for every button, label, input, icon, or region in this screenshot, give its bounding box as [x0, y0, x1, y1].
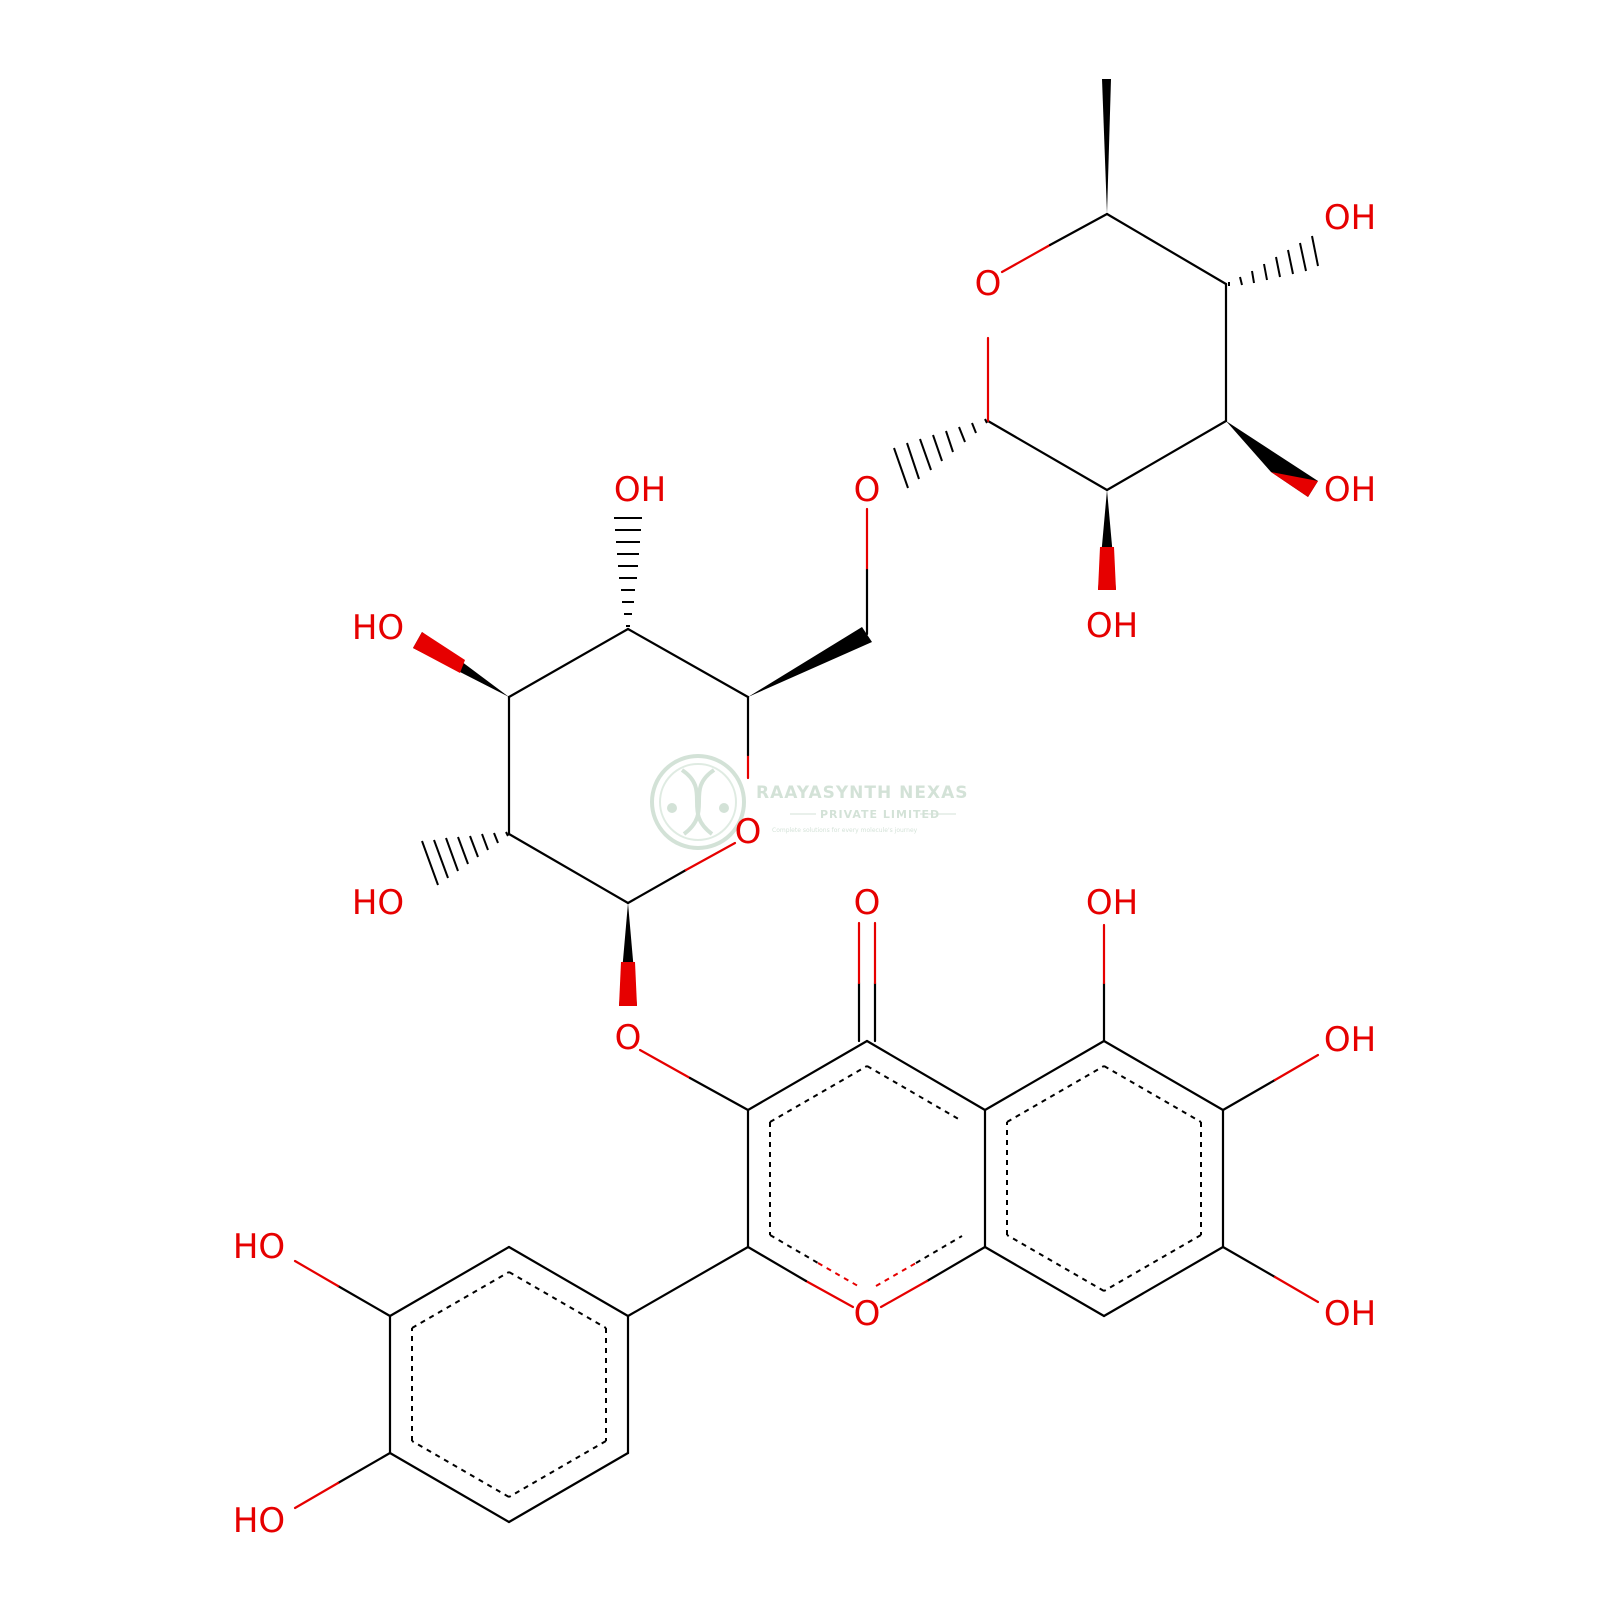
hash-bond-glc-ho-lower: [421, 831, 509, 886]
watermark-company-name: RAAYASYNTH NEXAS: [756, 783, 969, 803]
atom-label-oh-rhamnose-top: OH: [1324, 198, 1376, 238]
atom-label-layer: O OH OH OH O OH HO HO O O O OH OH OH O H…: [233, 198, 1376, 1541]
atom-label-ho-bring-bottom: HO: [233, 1501, 285, 1541]
atom-label-oh-c6: OH: [1324, 1020, 1376, 1060]
bond-layer: [293, 79, 1320, 1524]
atom-label-oh-rhamnose-mid: OH: [1324, 470, 1376, 510]
atom-label-oh-glucose-top: OH: [614, 470, 666, 510]
atom-label-o-carbonyl: O: [854, 883, 881, 923]
atom-label-o-link-glucose-rhamnose: O: [854, 470, 881, 510]
atom-label-o-ring-pyran: O: [854, 1294, 881, 1334]
watermark-subtitle: PRIVATE LIMITED: [820, 808, 940, 821]
atom-label-ho-bring-top: HO: [233, 1227, 285, 1267]
atom-label-ho-glucose-left: HO: [352, 608, 404, 648]
atom-label-oh-c5: OH: [1086, 883, 1138, 923]
atom-label-o-ring-glucose: O: [735, 812, 762, 852]
wedge-bond-methyl: [1102, 79, 1111, 214]
watermark-logo-icon: [650, 754, 746, 850]
hash-bond-glc-oh-top: [614, 517, 642, 627]
hash-bond-rha-glyco: [893, 418, 988, 489]
atom-label-ho-glucose-lower: HO: [352, 883, 404, 923]
atom-label-oh-rhamnose-bottom: OH: [1086, 606, 1138, 646]
atom-label-o-glycosidic: O: [615, 1018, 642, 1058]
company-watermark: RAAYASYNTH NEXAS PRIVATE LIMITED Complet…: [650, 754, 969, 850]
hash-bond-rha-oh-top: [1228, 235, 1319, 286]
atom-label-oh-c7: OH: [1324, 1294, 1376, 1334]
watermark-tagline: Complete solutions for every molecule's …: [772, 827, 918, 834]
atom-label-o-ring-rhamnose: O: [975, 264, 1002, 304]
